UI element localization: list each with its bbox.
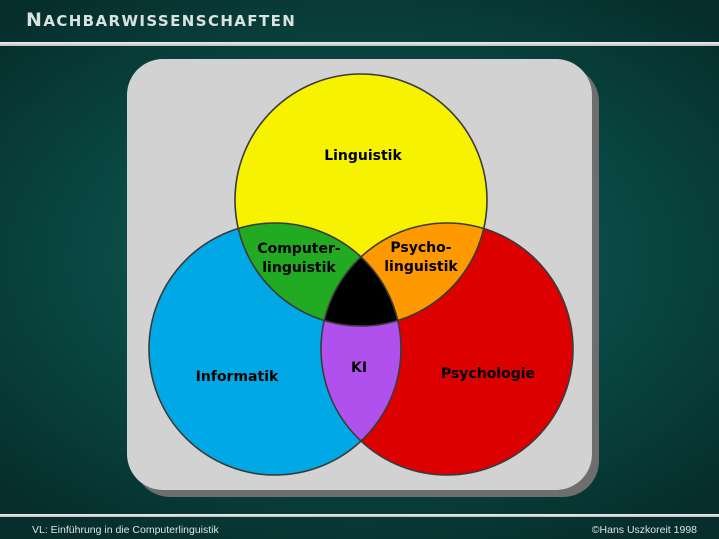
footer-copyright: ©Hans Uszkoreit 1998: [591, 524, 697, 536]
slide-title-rest: ACHBARWISSENSCHAFTEN: [43, 12, 297, 30]
informatik-label: Informatik: [196, 369, 279, 385]
ki-label: KI: [351, 360, 367, 376]
psycholinguistik-label-line1: Psycho-: [390, 240, 451, 256]
slide-title-initial: N: [26, 9, 44, 31]
footer-course-title: VL: Einführung in die Computerlinguistik: [32, 524, 219, 536]
psycholinguistik-label-line2: linguistik: [384, 259, 458, 275]
computerlinguistik-label-line2: linguistik: [262, 260, 336, 276]
header-divider: [0, 42, 719, 46]
linguistik-label: Linguistik: [324, 148, 402, 164]
footer-divider: [0, 514, 719, 517]
circle-outlines: [148, 73, 574, 476]
psychologie-label: Psychologie: [441, 366, 535, 382]
slide-title: NACHBARWISSENSCHAFTEN: [26, 9, 296, 31]
computerlinguistik-label-line1: Computer-: [257, 241, 341, 257]
